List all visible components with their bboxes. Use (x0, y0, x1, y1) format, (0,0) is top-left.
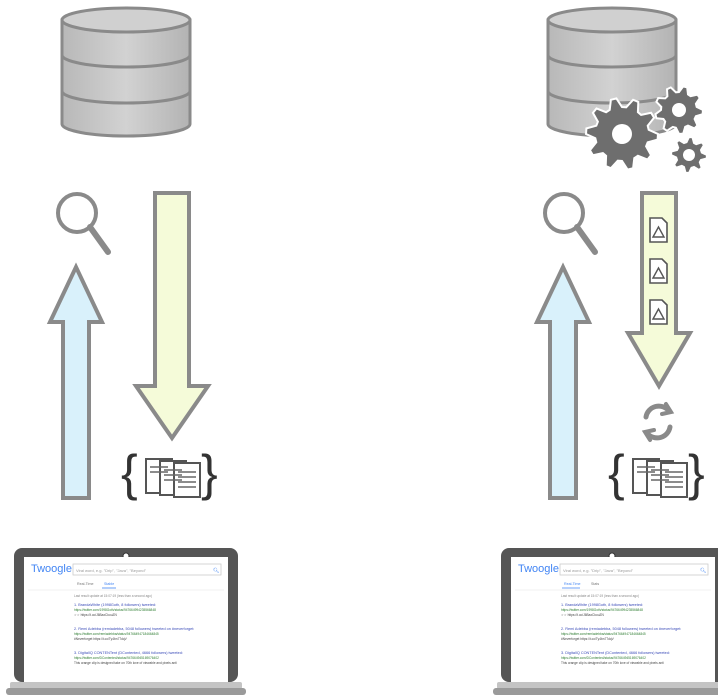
document-icon (649, 258, 668, 284)
logo: Twoogle (518, 563, 559, 575)
result-snippet: #Neverforget https://t.co/Ty4bn77dqV (74, 637, 128, 641)
right-database-icon (546, 6, 678, 138)
search-icon[interactable]: 🔍︎ (213, 567, 219, 574)
right-stream-down-arrow (624, 191, 694, 390)
result-title[interactable]: 2. Remi Adebba (remiadebba, 5048 followe… (561, 627, 681, 631)
result-title[interactable]: 1. BrandaWhite (1998Goth, 8 followers) t… (561, 603, 643, 607)
result-title[interactable]: 3. DigitalIQ CONTENTent (DContented, 466… (561, 651, 670, 655)
gear-medium-icon (654, 85, 705, 136)
status-text: Last result update at 15:07:19 (less tha… (561, 594, 639, 598)
status-text: Last result update at 15:07:19 (less tha… (74, 594, 152, 598)
search-placeholder: Viral word, e.g. "Drip", "Java", "Beyond… (563, 568, 634, 573)
gear-large-icon (584, 97, 660, 171)
left-magnifier-icon (56, 192, 111, 255)
left-screen: Twoogle Viral word, e.g. "Drip", "Java",… (28, 563, 224, 665)
tab-stats[interactable]: Stats (591, 582, 599, 586)
right-json-documents-icon: { } (608, 445, 705, 501)
document-icon (649, 217, 668, 243)
left-json-documents-icon: { } (121, 445, 218, 501)
result-title[interactable]: 1. BrandaWhite (1998Goth, 8 followers) t… (74, 603, 156, 607)
refresh-icon (641, 402, 675, 442)
result-snippet: This orange clip is designed take on 70t… (74, 661, 177, 665)
right-magnifier-icon (543, 192, 598, 255)
result-title[interactable]: 3. DigitalIQ CONTENTent (DContented, 466… (74, 651, 183, 655)
tab-stable[interactable]: Stable (104, 582, 114, 586)
svg-text:}: } (688, 445, 705, 501)
search-input[interactable] (559, 563, 709, 576)
svg-text:}: } (201, 445, 218, 501)
result-url[interactable]: https://twitter.com/1998Goth/status/9476… (561, 608, 643, 612)
result-url[interactable]: https://twitter.com/DContented/status/94… (74, 656, 159, 660)
result-url[interactable]: https://twitter.com/remiadebba/status/94… (561, 632, 646, 636)
svg-text:{: { (608, 445, 625, 501)
right-screen: Twoogle Viral word, e.g. "Drip", "Java",… (515, 563, 711, 665)
tab-real-time[interactable]: Real-Time (77, 582, 93, 586)
right-laptop-icon (493, 548, 718, 695)
search-icon[interactable]: 🔍︎ (700, 567, 706, 574)
right-query-up-arrow (533, 262, 593, 500)
result-snippet: #Neverforget https://t.co/Ty4bn77dqV (561, 637, 615, 641)
gear-small-icon (669, 135, 709, 175)
result-snippet: ☆☆ https://t.co/J6BaxCkouZN (74, 613, 117, 617)
result-snippet: This orange clip is designed take on 70t… (561, 661, 664, 665)
result-title[interactable]: 2. Remi Adebba (remiadebba, 5048 followe… (74, 627, 194, 631)
svg-text:{: { (121, 445, 138, 501)
result-url[interactable]: https://twitter.com/DContented/status/94… (561, 656, 646, 660)
result-snippet: ☆☆ https://t.co/J6BaxCkouZN (561, 613, 604, 617)
gears-icon (584, 85, 709, 175)
result-url[interactable]: https://twitter.com/remiadebba/status/94… (74, 632, 159, 636)
result-url[interactable]: https://twitter.com/1998Goth/status/9476… (74, 608, 156, 612)
left-result-down-arrow (132, 191, 212, 442)
tab-real-time[interactable]: Real-Time (564, 582, 580, 586)
document-icon (649, 299, 668, 325)
search-input[interactable] (72, 563, 222, 576)
left-laptop-icon (6, 548, 246, 695)
search-placeholder: Viral word, e.g. "Drip", "Java", "Beyond… (76, 568, 147, 573)
left-database-icon (60, 6, 192, 138)
logo: Twoogle (31, 563, 72, 575)
left-query-up-arrow (46, 262, 106, 500)
